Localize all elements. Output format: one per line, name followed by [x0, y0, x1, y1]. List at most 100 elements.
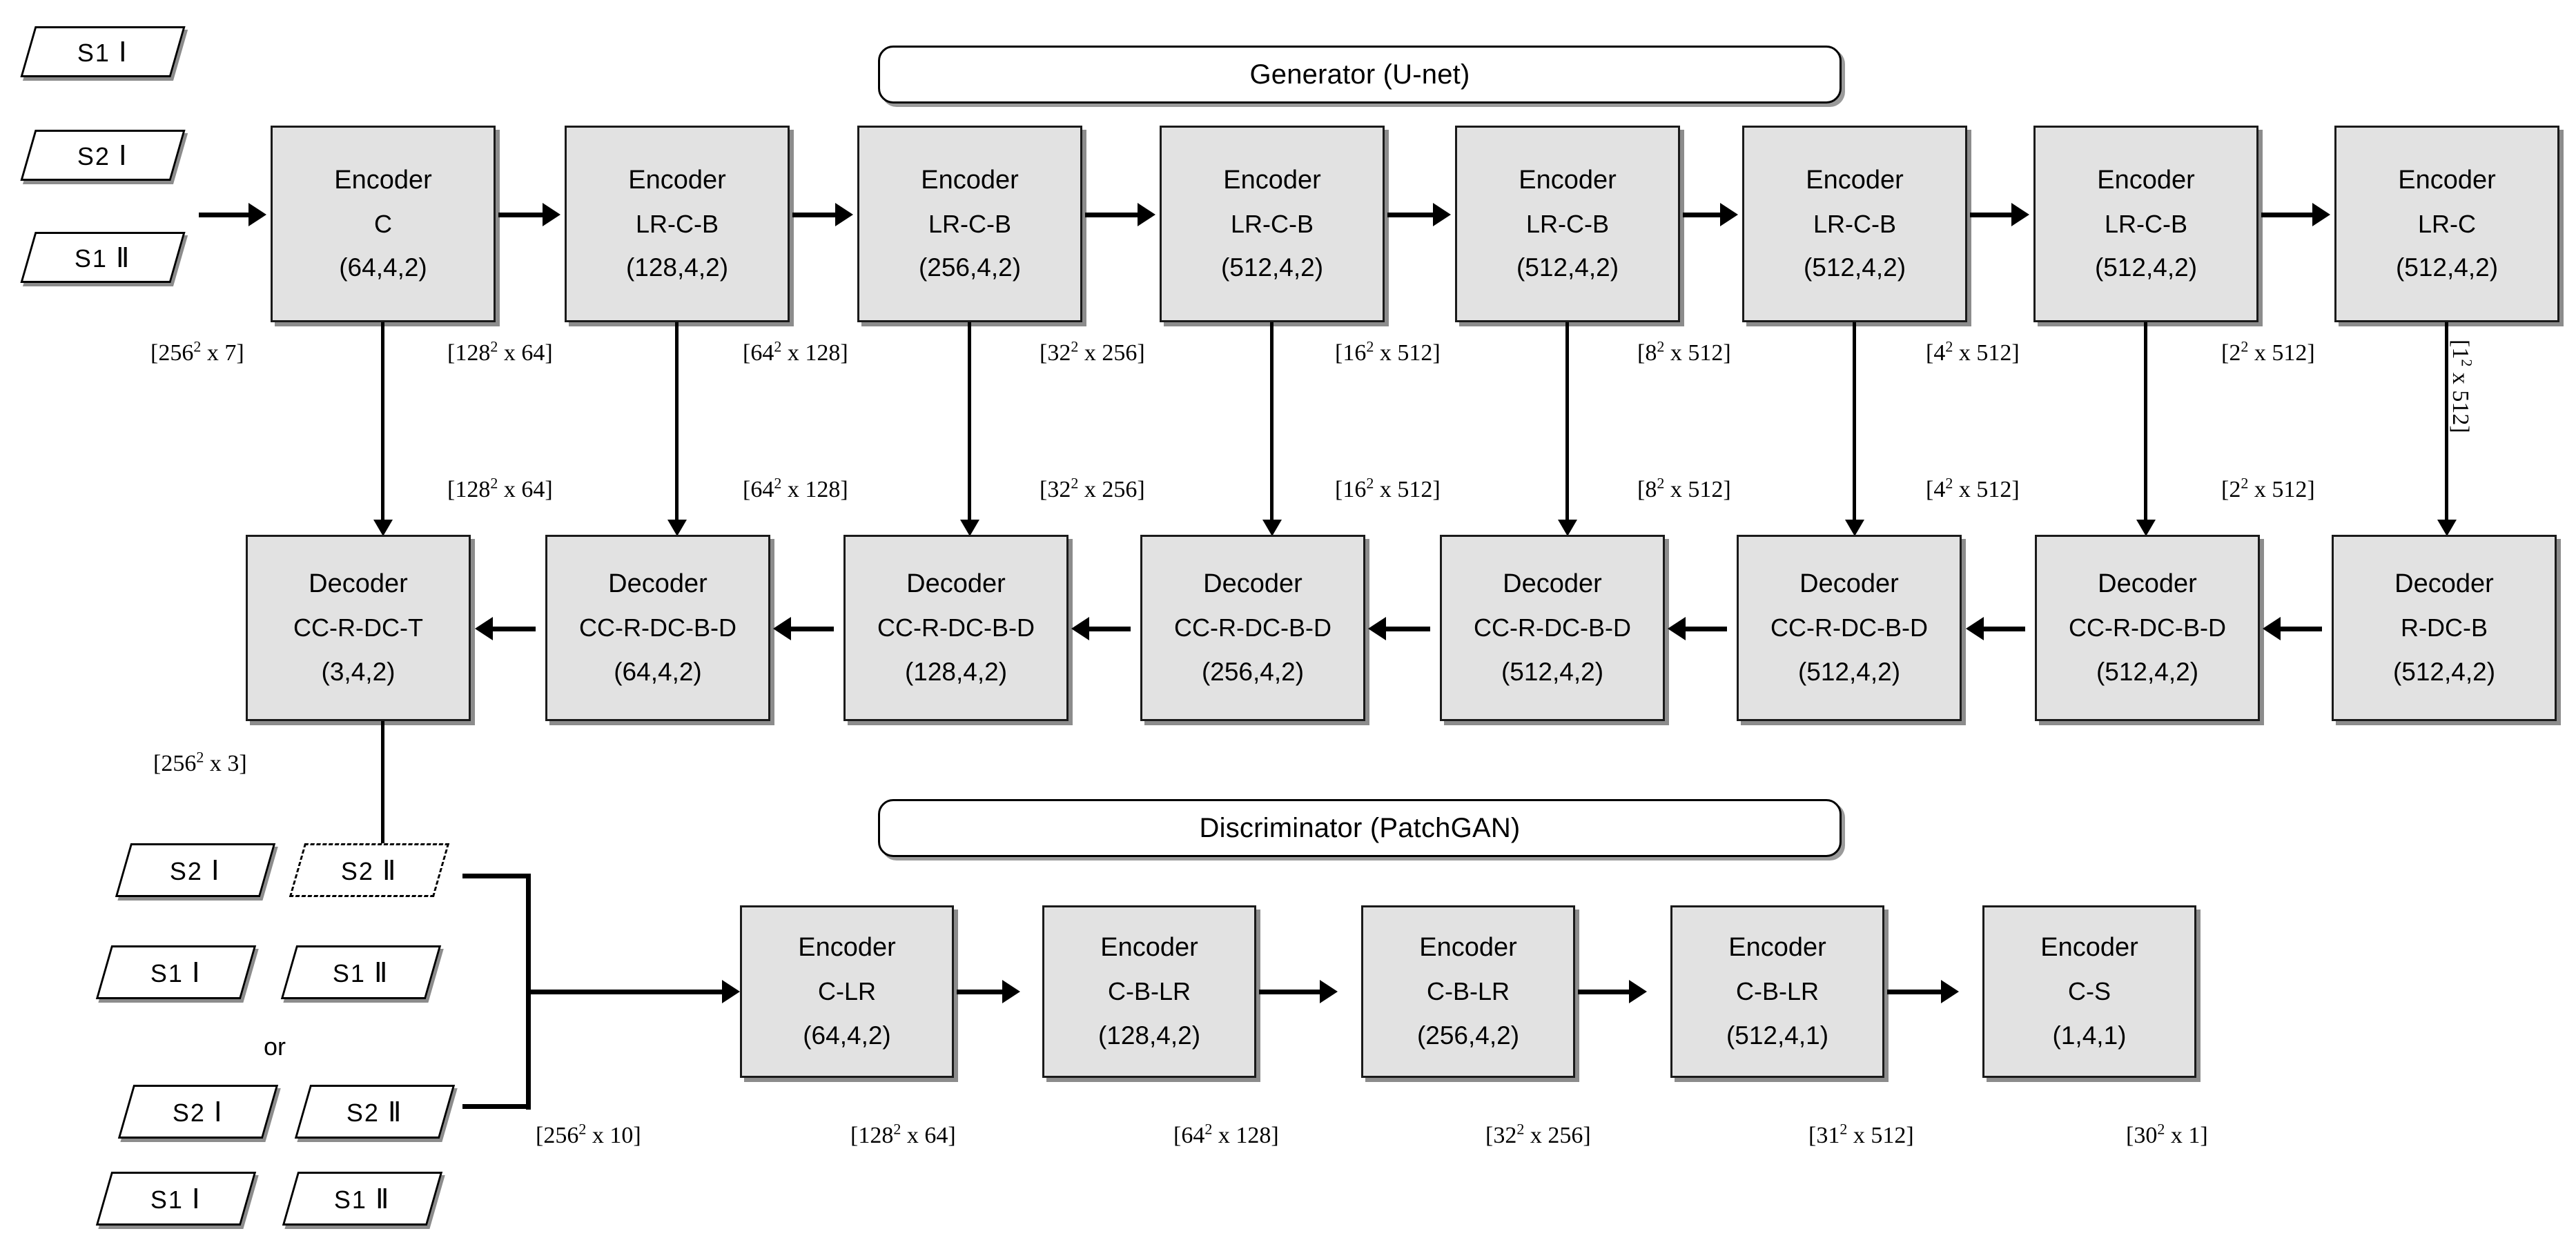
generator-banner-label: Generator (U-net) [1249, 59, 1470, 90]
decoder-arrow-head-icon-3 [1071, 617, 1089, 640]
discriminator-title: Encoder [1419, 933, 1517, 963]
dim-encoder-input: [2562 x 7] [150, 338, 244, 366]
decoder-params: (512,4,2) [1797, 657, 1901, 686]
decoder-params: (512,4,2) [2392, 657, 2496, 686]
skip-arrow-head-icon-6 [1845, 520, 1864, 536]
disc-input-parallelogram-a-s2-I: S2 Ⅰ [115, 843, 276, 897]
encoder-params: (256,4,2) [918, 253, 1022, 282]
decoder-block-2: Decoder CC-R-DC-B-D (64,4,2) [545, 535, 770, 721]
encoder-ops: C [374, 209, 392, 238]
decoder-params: (128,4,2) [904, 657, 1008, 686]
discriminator-block-3: Encoder C-B-LR (256,4,2) [1361, 905, 1575, 1078]
decoder-ops: CC-R-DC-B-D [1770, 613, 1928, 642]
input-label-numeral: Ⅱ [116, 242, 131, 273]
discriminator-arrow-line-2 [1259, 990, 1323, 994]
encoder-arrow-line-4 [1387, 213, 1436, 217]
decoder-block-1: Decoder CC-R-DC-T (3,4,2) [246, 535, 471, 721]
decoder-arrow-line-3 [1088, 627, 1131, 631]
dim-discriminator-out-2: [642 x 128] [1173, 1121, 1279, 1149]
encoder-ops: LR-C-B [928, 209, 1011, 238]
input-arrow-line [199, 213, 253, 217]
encoder-arrow-head-icon-2 [835, 203, 853, 226]
encoder-ops: LR-C-B [1230, 209, 1314, 238]
encoder-block-3: Encoder LR-C-B (256,4,2) [857, 126, 1082, 322]
decoder-block-5: Decoder CC-R-DC-B-D (512,4,2) [1440, 535, 1665, 721]
dim-discriminator-out-5: [302 x 1] [2126, 1121, 2208, 1149]
merge-to-discriminator-line [526, 990, 733, 994]
encoder-arrow-line-1 [498, 213, 545, 217]
encoder-arrow-head-icon-4 [1433, 203, 1451, 226]
skip-line-6 [1853, 322, 1856, 522]
encoder-title: Encoder [921, 165, 1019, 195]
encoder-params: (512,4,2) [1516, 253, 1619, 282]
skip-arrow-head-icon-4 [1262, 520, 1282, 536]
encoder-block-5: Encoder LR-C-B (512,4,2) [1455, 126, 1680, 322]
input-label-numeral: Ⅰ [119, 36, 128, 68]
dim-encoder-out-4: [162 x 512] [1335, 338, 1441, 366]
skip-line-1 [381, 322, 384, 522]
encoder-arrow-line-5 [1683, 213, 1723, 217]
discriminator-banner: Discriminator (PatchGAN) [878, 799, 1842, 857]
or-label: or [264, 1032, 286, 1061]
discriminator-block-1: Encoder C-LR (64,4,2) [740, 905, 954, 1078]
dim-skip-6: [42 x 512] [1926, 475, 2020, 503]
skip-line-7 [2144, 322, 2147, 522]
decoder-title: Decoder [1503, 569, 1602, 599]
discriminator-params: (1,4,1) [2052, 1021, 2127, 1050]
decoder-arrow-line-1 [491, 627, 536, 631]
input-label-name: S1 [77, 38, 111, 67]
encoder-block-6: Encoder LR-C-B (512,4,2) [1742, 126, 1967, 322]
dim-skip-1: [1282 x 64] [447, 475, 553, 503]
disc-input-parallelogram-b-s1-II: S1 Ⅱ [282, 1172, 443, 1226]
skip-arrow-head-icon-2 [667, 520, 687, 536]
encoder-block-4: Encoder LR-C-B (512,4,2) [1160, 126, 1385, 322]
dim-skip-3: [322 x 256] [1040, 475, 1145, 503]
encoder-arrow-line-2 [792, 213, 838, 217]
decoder-arrow-head-icon-6 [1966, 617, 1984, 640]
input-label-name: S2 [77, 141, 111, 170]
decoder-arrow-head-icon-5 [1668, 617, 1686, 640]
discriminator-arrow-head-icon-1 [1002, 980, 1020, 1003]
dim-skip-5: [82 x 512] [1637, 475, 1731, 503]
decoder-ops: CC-R-DC-B-D [1474, 613, 1631, 642]
decoder-params: (256,4,2) [1201, 657, 1305, 686]
disc-input-parallelogram-a-s1-II: S1 Ⅱ [280, 945, 442, 999]
discriminator-arrow-line-4 [1887, 990, 1944, 994]
encoder-title: Encoder [1519, 165, 1617, 195]
dim-skip-2: [642 x 128] [743, 475, 848, 503]
generator-output-line [381, 721, 384, 874]
dim-skip-4: [162 x 512] [1335, 475, 1441, 503]
decoder-params: (512,4,2) [2096, 657, 2199, 686]
encoder-block-1: Encoder C (64,4,2) [271, 126, 496, 322]
discriminator-block-2: Encoder C-B-LR (128,4,2) [1042, 905, 1256, 1078]
discriminator-block-5: Encoder C-S (1,4,1) [1982, 905, 2196, 1078]
decoder-params: (64,4,2) [614, 657, 702, 686]
discriminator-arrow-line-3 [1578, 990, 1632, 994]
encoder-arrow-head-icon-5 [1720, 203, 1738, 226]
discriminator-ops: C-B-LR [1107, 977, 1191, 1006]
skip-line-2 [675, 322, 679, 522]
skip-line-4 [1270, 322, 1274, 522]
decoder-block-8: Decoder R-DC-B (512,4,2) [2332, 535, 2557, 721]
discriminator-params: (512,4,1) [1726, 1021, 1829, 1050]
dim-encoder-out-5: [82 x 512] [1637, 338, 1731, 366]
discriminator-arrow-line-1 [957, 990, 1005, 994]
encoder-params: (512,4,2) [2395, 253, 2499, 282]
discriminator-title: Encoder [1728, 933, 1826, 963]
decoder-title: Decoder [906, 569, 1006, 599]
encoder-ops: LR-C-B [635, 209, 719, 238]
decoder-title: Decoder [2394, 569, 2494, 599]
decoder-ops: CC-R-DC-B-D [877, 613, 1035, 642]
decoder-arrow-line-4 [1385, 627, 1430, 631]
encoder-params: (64,4,2) [339, 253, 427, 282]
decoder-ops: CC-R-DC-B-D [579, 613, 736, 642]
input-parallelogram-s1-I: S1 Ⅰ [20, 26, 186, 77]
input-parallelogram-s1-II: S1 Ⅱ [20, 232, 186, 283]
encoder-title: Encoder [1223, 165, 1321, 195]
generator-banner: Generator (U-net) [878, 46, 1842, 104]
skip-line-8 [2445, 322, 2448, 522]
discriminator-banner-label: Discriminator (PatchGAN) [1199, 812, 1521, 843]
merge-top-line [462, 874, 530, 878]
discriminator-arrow-head-icon-2 [1320, 980, 1338, 1003]
